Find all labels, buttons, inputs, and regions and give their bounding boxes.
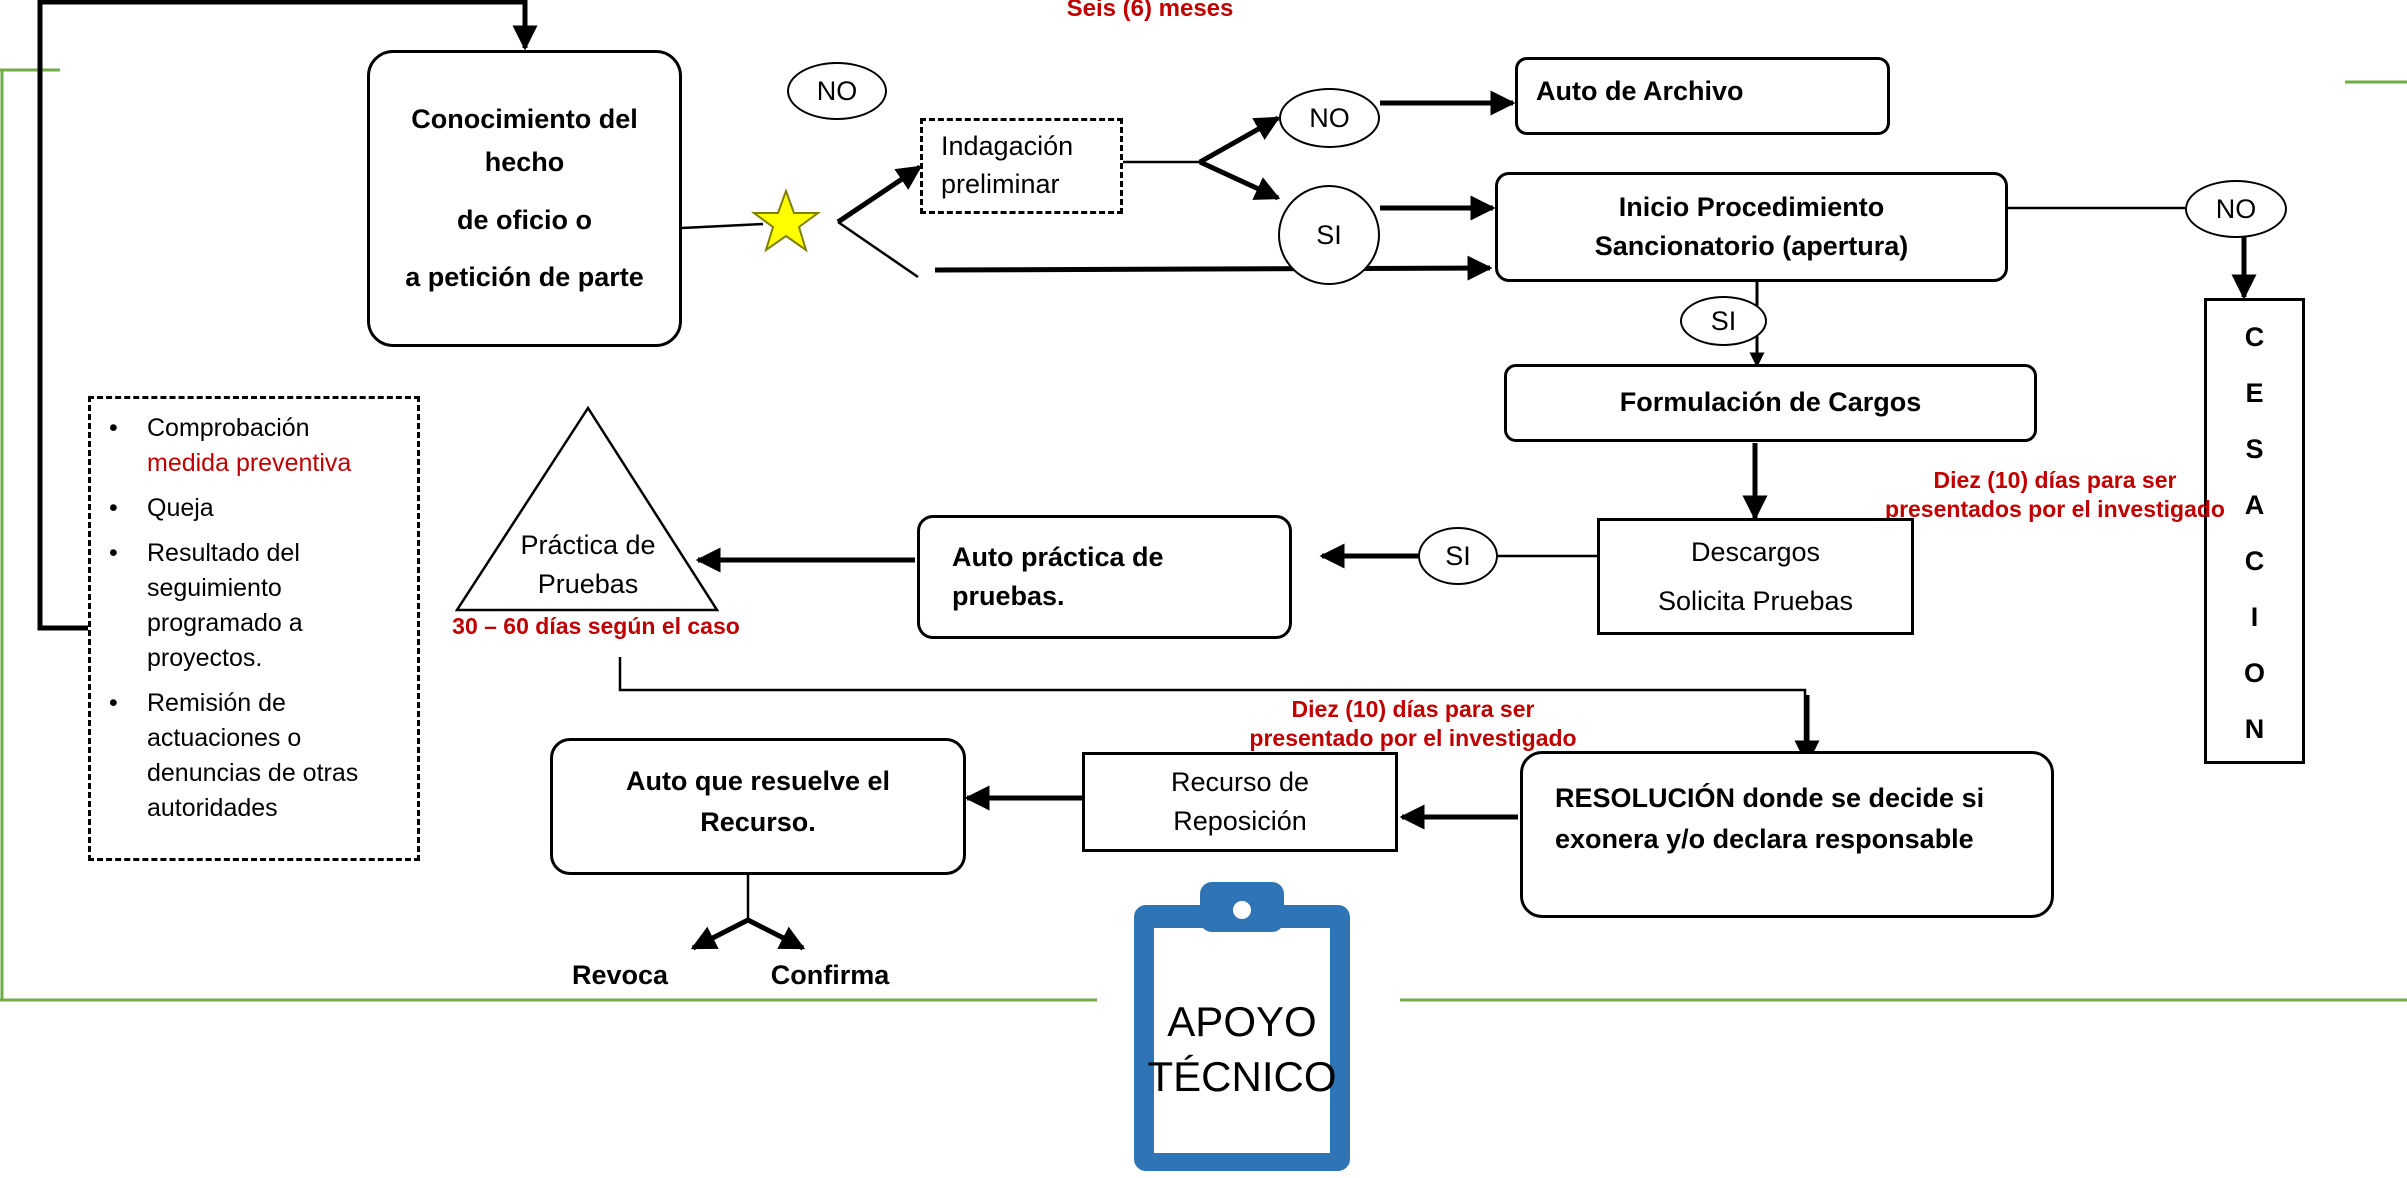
start-line-3: de oficio o <box>457 204 592 235</box>
fork-to-indagacion <box>836 164 923 225</box>
clipboard-icon <box>1134 882 1350 1171</box>
practica-line-1: Práctica de <box>520 530 656 560</box>
indagacion-to-no <box>1198 115 1281 165</box>
apoyo-label: APOYO TÉCNICO <box>1132 995 1352 1104</box>
indagacion-line-2: preliminar <box>941 169 1060 199</box>
start-line-1: Conocimiento del <box>411 104 638 135</box>
inicio-box: Inicio Procedimiento Sancionatorio (aper… <box>1495 172 2008 282</box>
oval-si-branch: SI <box>1278 185 1380 285</box>
practica-line-2: Pruebas <box>537 569 639 600</box>
star-icon <box>750 188 822 253</box>
recurso-time-note: Diez (10) días para ser presentado por e… <box>1213 695 1613 753</box>
descargos-box: Descargos Solicita Pruebas <box>1597 518 1914 635</box>
fork-lower-line <box>837 220 919 279</box>
oval-no-right: NO <box>2185 180 2287 238</box>
indagacion-box: Indagación preliminar <box>920 118 1123 214</box>
practica-label: Práctica de Pruebas <box>478 526 698 604</box>
recurso-line-1: Recurso de <box>1170 766 1310 797</box>
inicio-line-1: Inicio Procedimiento <box>1618 191 1885 222</box>
resolucion-box: RESOLUCIÓN donde se decide si exonera y/… <box>1520 751 2054 918</box>
start-box: Conocimiento del hecho de oficio o a pet… <box>367 50 682 347</box>
oval-no-branch: NO <box>1279 88 1380 148</box>
outcome-confirma: Confirma <box>770 960 890 990</box>
recurso-line-2: Reposición <box>1173 806 1307 836</box>
auto-recurso-line-2: Recurso. <box>700 806 816 837</box>
start-line-2: hecho <box>484 147 565 178</box>
start-line-4: a petición de parte <box>405 261 644 292</box>
recurso-note-line-2: presentado por el investigado <box>1249 724 1577 751</box>
source-item: Resultado del seguimiento programado a p… <box>109 536 327 676</box>
cesacion-letter: S <box>2245 434 2264 464</box>
resolucion-line-1: RESOLUCIÓN donde se decide si <box>1555 783 1985 813</box>
apoyo-line-1: APOYO <box>1167 998 1317 1045</box>
descargos-note-line-1: Diez (10) días para ser <box>1933 467 2177 493</box>
cesacion-letter: O <box>2243 658 2265 688</box>
to-confirma <box>746 917 806 951</box>
inicio-line-2: Sancionatorio (apertura) <box>1594 231 1909 261</box>
practica-triangle <box>454 405 720 612</box>
time-limit-six-months: Seis (6) meses <box>1066 0 1234 22</box>
to-revoca <box>690 917 750 951</box>
auto-recurso-box: Auto que resuelve el Recurso. <box>550 738 966 875</box>
green-frame <box>0 68 2407 1002</box>
indagacion-to-si <box>1198 159 1281 201</box>
oval-si-descargos: SI <box>1418 527 1498 585</box>
loop-back-connector <box>37 0 538 631</box>
resolucion-line-2: exonera y/o declara responsable <box>1555 823 1974 854</box>
outcome-revoca: Revoca <box>571 960 669 990</box>
descargos-time-note: Diez (10) días para ser presentados por … <box>1870 466 2240 524</box>
auto-practica-line-1: Auto práctica de <box>952 541 1164 572</box>
recurso-note-line-1: Diez (10) días para ser <box>1291 696 1535 722</box>
source-item: Queja <box>109 491 367 526</box>
cesacion-letter: N <box>2244 714 2265 744</box>
recurso-box: Recurso de Reposición <box>1082 752 1398 852</box>
cesacion-letter: E <box>2245 378 2264 408</box>
direct-to-inicio <box>934 255 1493 281</box>
cesacion-letter: C <box>2244 322 2265 352</box>
auto-recurso-line-1: Auto que resuelve el <box>625 766 891 796</box>
apoyo-line-2: TÉCNICO <box>1147 1052 1337 1100</box>
cesacion-letter: A <box>2244 490 2265 520</box>
pruebas-time-note: 30 – 60 días según el caso <box>452 613 740 639</box>
descargos-line-2: Solicita Pruebas <box>1657 586 1854 616</box>
cesacion-letter: C <box>2244 546 2265 576</box>
indagacion-line-1: Indagación <box>941 131 1074 162</box>
oval-si-inicio: SI <box>1680 296 1767 346</box>
descargos-note-line-2: presentados por el investigado <box>1885 495 2225 522</box>
auto-archivo-box: Auto de Archivo <box>1515 57 1890 135</box>
cesacion-box: C E S A C I O N <box>2204 298 2305 764</box>
start-to-star-line <box>681 222 764 230</box>
cesacion-letter: I <box>2250 602 2259 632</box>
descargos-line-1: Descargos <box>1690 536 1821 567</box>
formulacion-box: Formulación de Cargos <box>1504 364 2037 442</box>
source-item: Remisión de actuaciones o denuncias de o… <box>109 686 367 826</box>
oval-no-top: NO <box>787 62 887 120</box>
auto-practica-line-2: pruebas. <box>952 581 1065 611</box>
auto-practica-box: Auto práctica de pruebas. <box>917 515 1292 639</box>
